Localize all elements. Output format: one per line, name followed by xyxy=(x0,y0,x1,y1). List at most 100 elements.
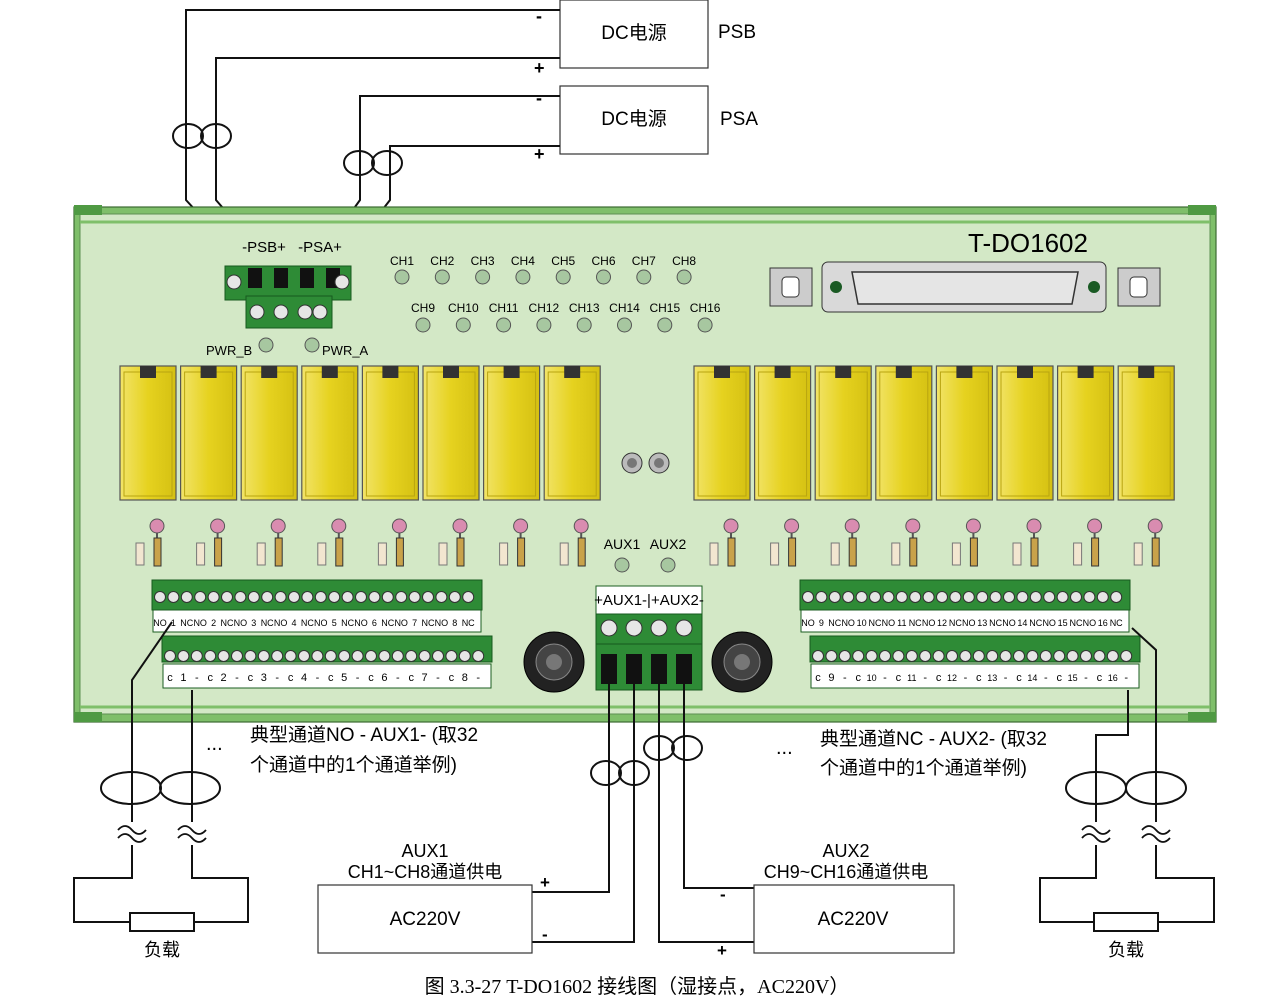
terminal-label: 8 xyxy=(462,672,468,684)
terminal-label: - xyxy=(923,672,927,684)
terminal-label: NO xyxy=(354,618,368,628)
terminal-label: NO xyxy=(274,618,288,628)
channel-led-label: CH9 xyxy=(411,301,435,315)
aux2-box-label: AC220V xyxy=(818,909,889,930)
channel-led xyxy=(636,269,652,285)
aux2-title: AUX2 xyxy=(822,841,869,861)
fuse xyxy=(788,537,797,567)
terminal-label: c xyxy=(1097,672,1103,684)
relay xyxy=(753,365,812,501)
terminal-label: - xyxy=(964,672,968,684)
channel-led-label: CH3 xyxy=(471,254,495,268)
pwr-a-label: PWR_A xyxy=(322,343,369,358)
terminal-label: - xyxy=(356,672,360,684)
channel-led-label: CH2 xyxy=(430,254,454,268)
channel-led-label: CH11 xyxy=(489,301,519,315)
terminal-label: NC xyxy=(341,618,354,628)
aux2-plus: + xyxy=(717,941,727,960)
terminal-label: 8 xyxy=(452,618,457,628)
terminal-label: 12 xyxy=(937,618,947,628)
relay xyxy=(180,365,238,501)
relay-indicator-led xyxy=(391,518,407,534)
terminal-label: 6 xyxy=(372,618,377,628)
relay-indicator-led xyxy=(965,518,981,534)
terminal-label: 1 xyxy=(171,618,176,628)
relay xyxy=(814,365,872,501)
relay xyxy=(693,365,751,501)
channel-led-label: CH8 xyxy=(672,254,696,268)
terminal-label: NC xyxy=(869,618,882,628)
psa-box-label: DC电源 xyxy=(601,108,666,130)
relay-indicator-led xyxy=(723,518,739,534)
aux2-led-label: AUX2 xyxy=(650,536,687,552)
relay xyxy=(361,365,419,501)
relay xyxy=(301,365,359,501)
fuse xyxy=(335,537,344,567)
aux-leds: AUX1 AUX2 xyxy=(604,536,687,573)
channel-led-label: CH10 xyxy=(448,301,479,315)
psa-name: PSA xyxy=(720,109,758,130)
channel-led xyxy=(434,269,450,285)
fuse xyxy=(395,537,404,567)
channel-led xyxy=(596,269,611,285)
channel-led xyxy=(455,317,471,333)
fuse xyxy=(1030,537,1039,567)
terminal-label: 16 xyxy=(1098,618,1108,628)
relay-indicator-led xyxy=(784,518,800,534)
terminal-label: 14 xyxy=(1017,618,1027,628)
relay-indicator-led xyxy=(1087,518,1103,534)
aux-terminal: +AUX1-|+AUX2- xyxy=(594,585,704,691)
relay xyxy=(935,365,994,501)
channel-led-label: CH1 xyxy=(390,254,414,268)
psb-name: PSB xyxy=(718,22,756,43)
relay xyxy=(483,365,541,501)
terminal-label: NC xyxy=(261,618,274,628)
relay xyxy=(996,365,1054,501)
terminal-label: NC xyxy=(989,618,1002,628)
terminal-label: 14 xyxy=(1027,673,1037,683)
terminal-label: NC xyxy=(909,618,922,628)
terminal-label: NC xyxy=(1029,618,1042,628)
terminal-label: 15 xyxy=(1068,673,1078,683)
channel-led xyxy=(415,317,431,333)
relay xyxy=(543,365,601,501)
terminal-label: 15 xyxy=(1058,618,1068,628)
terminal-label: NO xyxy=(801,618,815,628)
terminal-label: 9 xyxy=(819,618,824,628)
terminal-label: c xyxy=(896,672,902,684)
relay xyxy=(1056,365,1115,501)
annotation-right-line2: 个通道中的1个通道举例) xyxy=(820,757,1027,779)
fuse xyxy=(969,537,978,567)
psa-terminal-label: -PSA+ xyxy=(298,239,342,256)
terminal-label: 4 xyxy=(291,618,296,628)
fuse xyxy=(727,537,736,567)
terminal-label: NO xyxy=(882,618,896,628)
terminal-label: 11 xyxy=(907,673,916,683)
aux1-supply: AUX1 CH1~CH8通道供电 AC220V + - xyxy=(317,841,550,954)
terminal-label: - xyxy=(436,672,440,684)
terminal-label: NO xyxy=(435,618,449,628)
channel-led xyxy=(617,317,632,333)
channel-led-label: CH13 xyxy=(569,301,600,315)
relay-indicator-led xyxy=(513,518,529,534)
terminal-label: c xyxy=(368,672,374,684)
terminal-label: c xyxy=(1056,672,1062,684)
terminal-label: NO xyxy=(962,618,976,628)
annotation-left-line2: 个通道中的1个通道举例) xyxy=(250,754,457,776)
terminal-label: c xyxy=(815,672,821,684)
fuse xyxy=(274,537,283,567)
channel-led xyxy=(515,269,531,285)
relay xyxy=(422,365,480,501)
terminal-label: NO xyxy=(1002,618,1016,628)
aux2-supply: AUX2 CH9~CH16通道供电 AC220V - + xyxy=(717,841,955,960)
terminal-label: NO xyxy=(193,618,207,628)
psb-minus: - xyxy=(536,6,542,26)
pwr-leds: PWR_B PWR_A xyxy=(206,337,369,358)
terminal-label: - xyxy=(476,672,480,684)
terminal-label: 13 xyxy=(977,618,987,628)
pwr-b-label: PWR_B xyxy=(206,343,252,358)
relay-indicator-led xyxy=(452,518,468,534)
